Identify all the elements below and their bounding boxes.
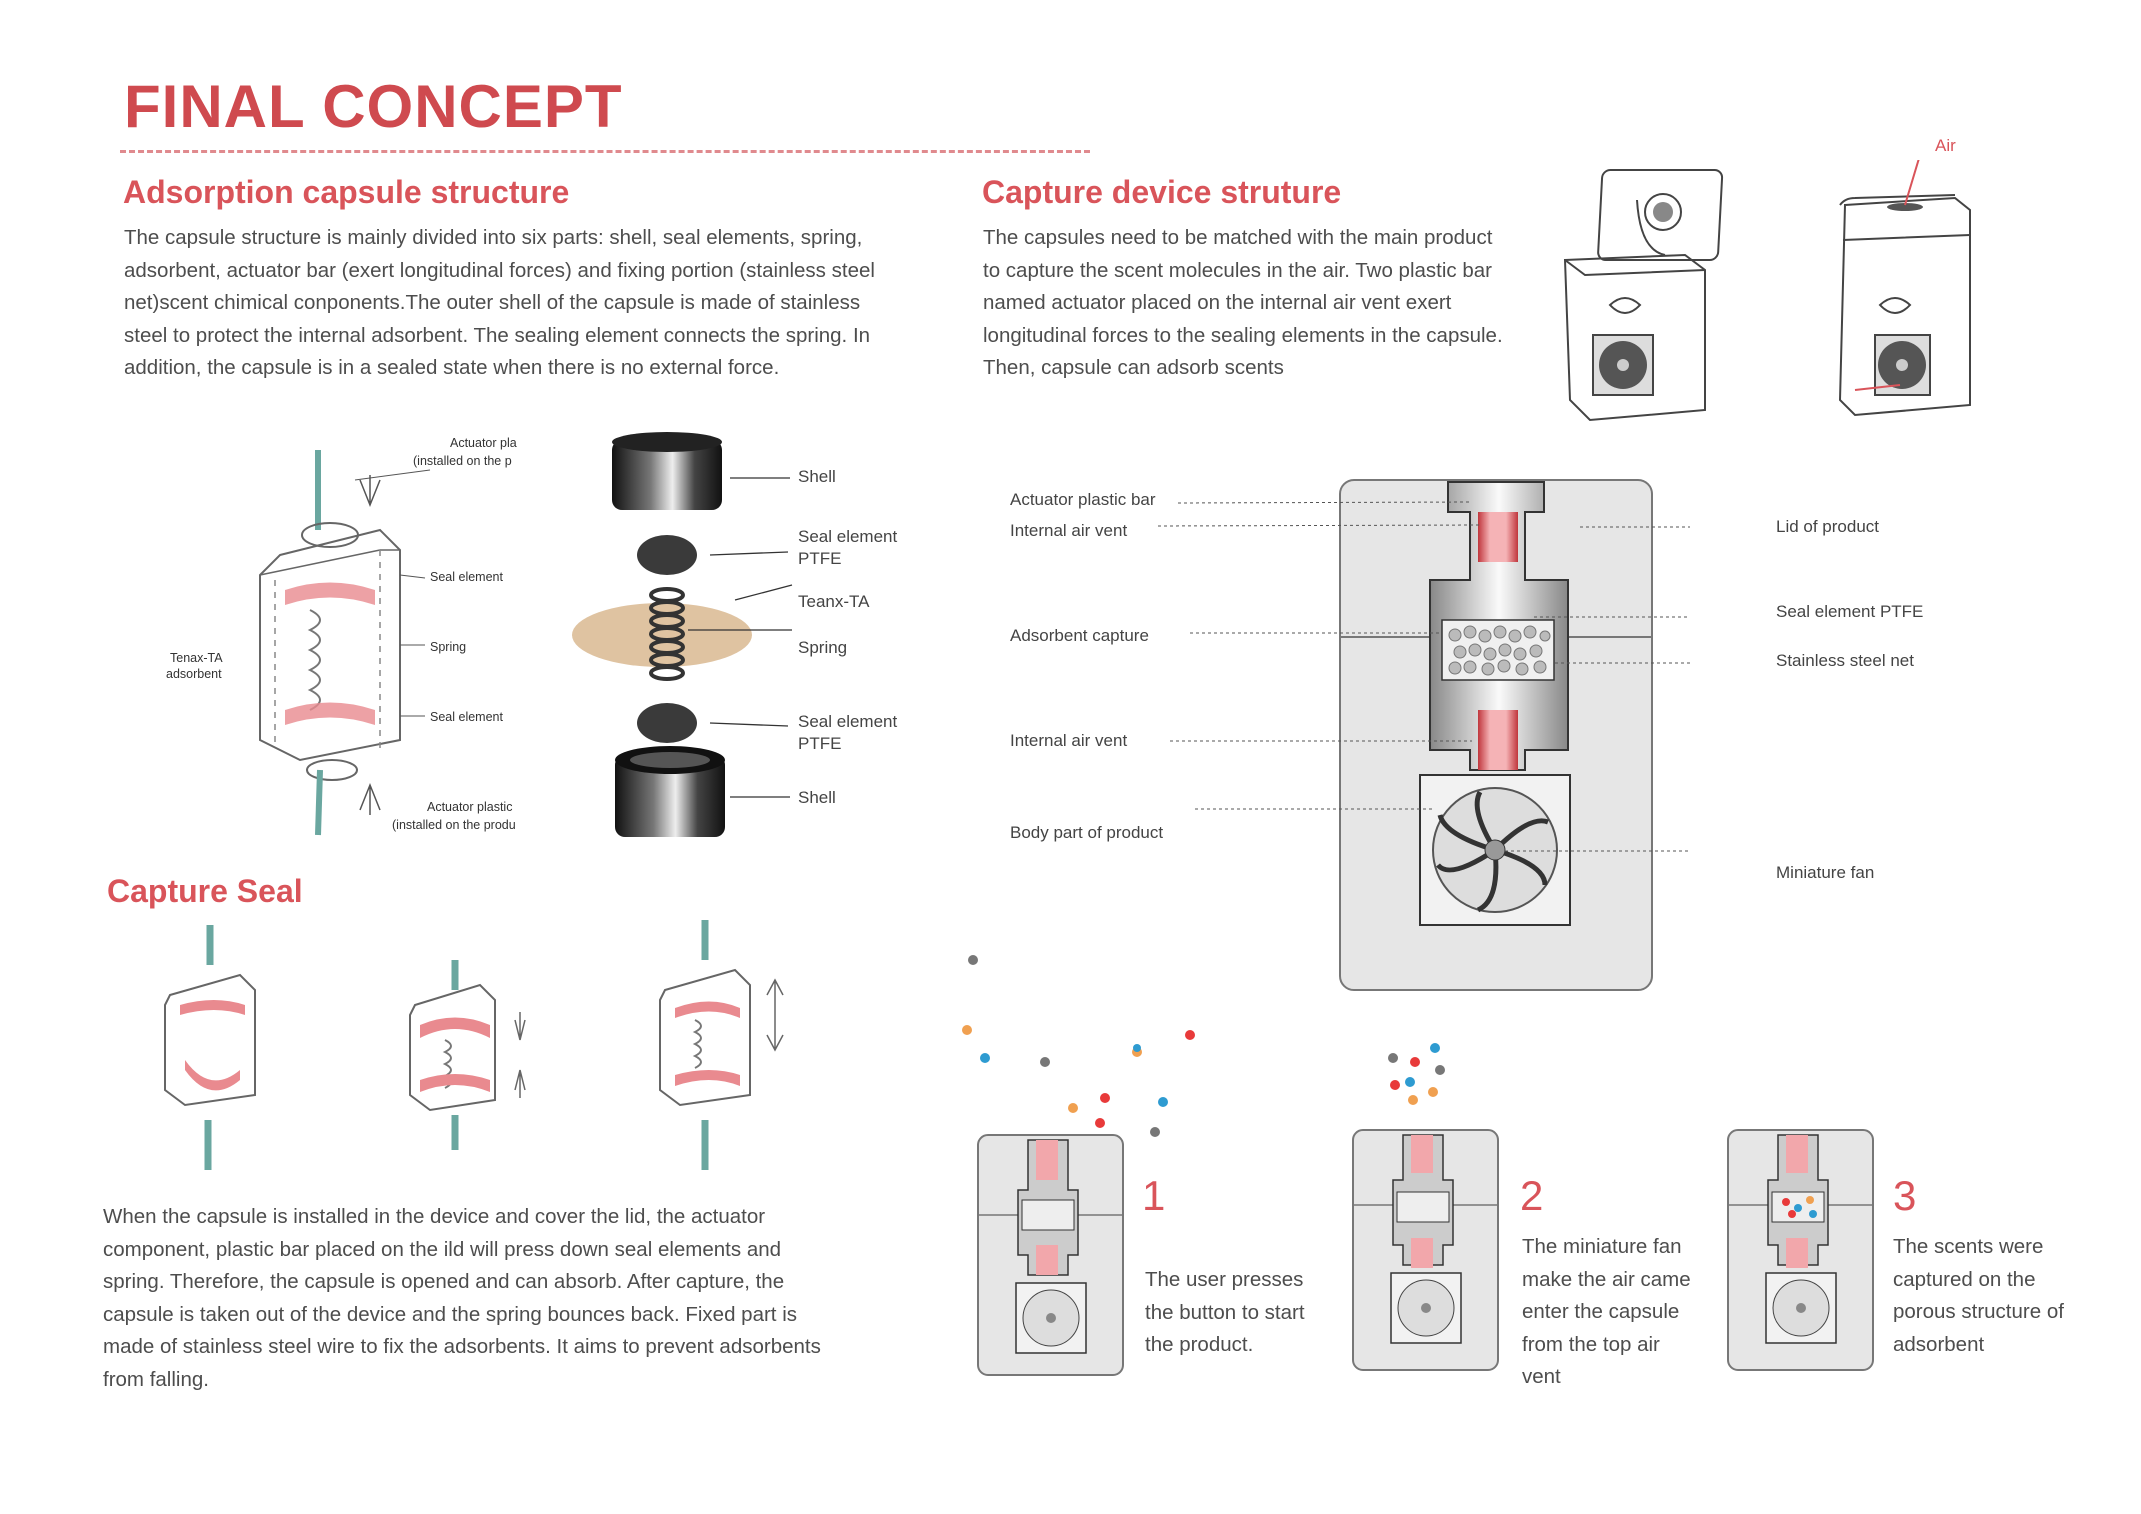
step-2-text: The miniature fan make the air came ente… — [1522, 1235, 1691, 1389]
capsule-sketch — [259, 450, 431, 836]
section-label-internal-vent-top: Internal air vent — [1010, 521, 1128, 540]
spring-sketch — [307, 609, 321, 711]
sketch-label-tenax-1: Tenax-TA — [170, 651, 223, 665]
down-arrow-sketch — [359, 475, 381, 508]
seal-element-sketch-bottom — [285, 702, 375, 725]
sketch-label-seal-bottom: Seal element — [430, 710, 503, 724]
step-1-number: 1 — [1142, 1172, 1166, 1219]
seal-bottom-render — [637, 703, 697, 743]
section-label-actuator-bar: Actuator plastic bar — [1010, 490, 1156, 509]
section-label-body-part: Body part of product — [1010, 823, 1164, 842]
adsorption-text: The capsule structure is mainly divided … — [124, 226, 875, 380]
sketch-label-seal-top: Seal element — [430, 570, 503, 584]
spring-render — [649, 587, 685, 681]
section-label-lid: Lid of product — [1776, 517, 1880, 536]
product-sketches — [1563, 160, 1971, 422]
step-device-1 — [977, 1134, 1124, 1376]
capsule-exploded-view — [572, 432, 793, 837]
capture-device-text: The capsules need to be matched with the… — [983, 226, 1503, 380]
air-label: Air — [1935, 136, 1956, 155]
process-steps-graphics — [962, 955, 1874, 1376]
step-3-number: 3 — [1893, 1172, 1917, 1219]
step-device-2 — [1352, 1129, 1499, 1371]
seal-element-sketch-top — [285, 582, 375, 605]
exploded-label-seal-bottom-2: PTFE — [798, 734, 842, 753]
capture-device-heading: Capture device struture — [982, 174, 1342, 210]
sketch-label-actuator-top-2: (installed on the p — [413, 454, 512, 468]
page-title: FINAL CONCEPT — [124, 73, 623, 140]
actuator-bottom-section — [1478, 710, 1518, 770]
exploded-label-teanx: Teanx-TA — [798, 592, 870, 611]
capture-seal-sketches — [164, 920, 784, 1170]
adsorption-heading: Adsorption capsule structure — [123, 174, 570, 210]
product-sketch-open — [1563, 169, 1724, 422]
device-cross-section — [1157, 479, 1690, 991]
capture-seal-sketch-3 — [659, 920, 784, 1170]
step-1-text: The user presses the button to start the… — [1145, 1268, 1305, 1357]
section-label-seal-ptfe: Seal element PTFE — [1776, 602, 1924, 621]
up-arrow-sketch — [359, 782, 381, 815]
sketch-label-actuator-bottom-1: Actuator plastic — [427, 800, 513, 814]
sketch-label-spring: Spring — [430, 640, 467, 654]
capture-seal-heading: Capture Seal — [107, 873, 303, 909]
capture-seal-text: When the capsule is installed in the dev… — [103, 1205, 821, 1391]
exploded-label-seal-bottom-1: Seal element — [798, 712, 898, 731]
actuator-top-section — [1478, 512, 1518, 562]
section-label-steel-net: Stainless steel net — [1776, 651, 1914, 670]
sketch-label-tenax-2: adsorbent — [166, 667, 222, 681]
adsorbent-powder-render — [572, 603, 752, 667]
shell-top-render — [612, 440, 722, 510]
step-device-3 — [1727, 1129, 1874, 1371]
section-label-internal-vent-bottom: Internal air vent — [1010, 731, 1128, 750]
step-3-text: The scents were captured on the porous s… — [1893, 1235, 2064, 1356]
capture-seal-sketch-1 — [164, 925, 256, 1170]
exploded-label-seal-top-2: PTFE — [798, 549, 842, 568]
sketch-label-actuator-top-1: Actuator pla — [450, 436, 517, 450]
scent-particles — [962, 955, 1445, 1137]
shell-bottom-render — [615, 755, 725, 837]
product-sketch-closed — [1838, 160, 1971, 417]
section-label-adsorbent-capture: Adsorbent capture — [1010, 626, 1149, 645]
exploded-label-spring: Spring — [798, 638, 848, 657]
title-divider — [120, 150, 1090, 153]
exploded-label-shell-bottom: Shell — [798, 788, 836, 807]
exploded-label-shell-top: Shell — [798, 467, 836, 486]
exploded-label-seal-top-1: Seal element — [798, 527, 898, 546]
capture-seal-sketch-2 — [409, 960, 526, 1150]
step-2-number: 2 — [1520, 1172, 1544, 1219]
sketch-label-actuator-bottom-2: (installed on the produ — [392, 818, 516, 832]
seal-top-render — [637, 535, 697, 575]
actuator-bar-sketch-bottom — [315, 769, 323, 836]
section-label-fan: Miniature fan — [1776, 863, 1875, 882]
